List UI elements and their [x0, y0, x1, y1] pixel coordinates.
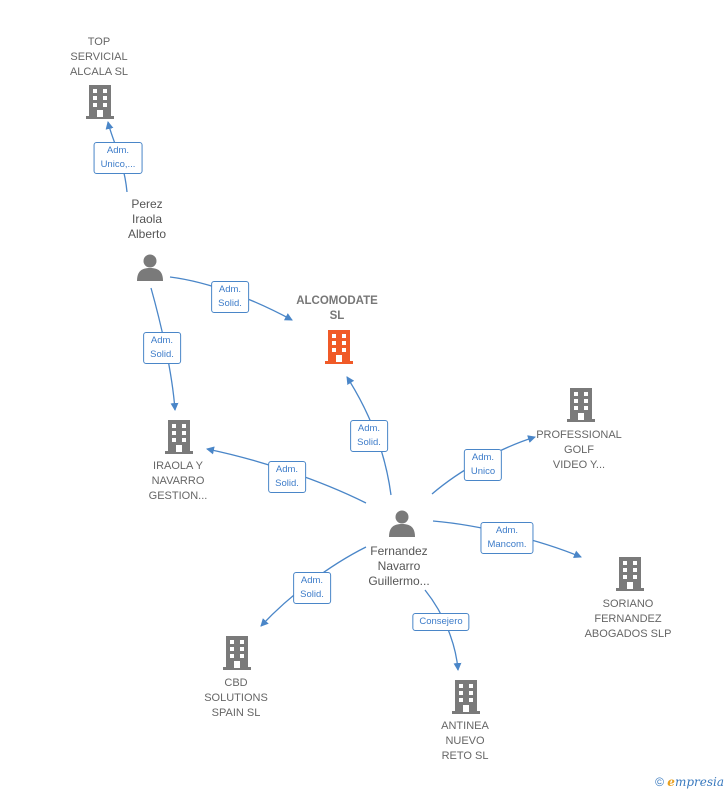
brand-text: mpresia — [674, 775, 724, 789]
node-perez-label[interactable]: Perez Iraola Alberto — [127, 197, 167, 241]
top-servicial-building-icon[interactable] — [86, 85, 114, 119]
brand-initial: e — [667, 775, 675, 789]
cbd-building-icon[interactable] — [223, 636, 251, 670]
edge-label-perez-iraola[interactable]: Adm. Solid. — [143, 332, 181, 364]
node-alcomodate-label[interactable]: ALCOMODATE SL — [296, 295, 378, 322]
fernandez-person-icon[interactable] — [389, 510, 415, 538]
iraola-building-icon[interactable] — [165, 420, 193, 454]
antinea-building-icon[interactable] — [452, 680, 480, 714]
edge-label-fern-iraola[interactable]: Adm. Solid. — [268, 461, 306, 493]
footer-brand: © empresia — [655, 775, 724, 789]
edge-label-fern-alcomodate[interactable]: Adm. Solid. — [350, 420, 388, 452]
nodes — [86, 85, 644, 714]
edges — [105, 121, 582, 671]
professional-building-icon[interactable] — [567, 388, 595, 422]
edge-label-fern-professional[interactable]: Adm. Unico — [463, 449, 503, 481]
node-cbd-label[interactable]: CBD SOLUTIONS SPAIN SL — [204, 677, 268, 719]
soriano-building-icon[interactable] — [616, 557, 644, 591]
brand-logo: empresia — [667, 775, 724, 789]
edge-label-fern-soriano[interactable]: Adm. Mancom. — [480, 522, 534, 554]
edge-label-perez-alcomodate[interactable]: Adm. Solid. — [211, 281, 249, 313]
node-iraola-label[interactable]: IRAOLA Y NAVARRO GESTION... — [148, 460, 208, 502]
alcomodate-building-icon[interactable] — [325, 330, 353, 364]
copyright-icon: © — [655, 775, 664, 789]
edge-label-perez-top[interactable]: Adm. Unico,... — [93, 142, 143, 174]
perez-person-icon[interactable] — [137, 254, 163, 282]
edge-label-fern-cbd[interactable]: Adm. Solid. — [293, 572, 331, 604]
node-soriano-label[interactable]: SORIANO FERNANDEZ ABOGADOS SLP — [584, 598, 672, 640]
node-top-servicial-label[interactable]: TOP SERVICIAL ALCALA SL — [69, 36, 129, 78]
edge-label-fern-antinea[interactable]: Consejero — [412, 613, 470, 631]
node-professional-label[interactable]: PROFESSIONAL GOLF VIDEO Y... — [536, 429, 622, 471]
node-antinea-label[interactable]: ANTINEA NUEVO RETO SL — [441, 720, 489, 762]
node-fernandez-label[interactable]: Fernandez Navarro Guillermo... — [368, 544, 430, 588]
